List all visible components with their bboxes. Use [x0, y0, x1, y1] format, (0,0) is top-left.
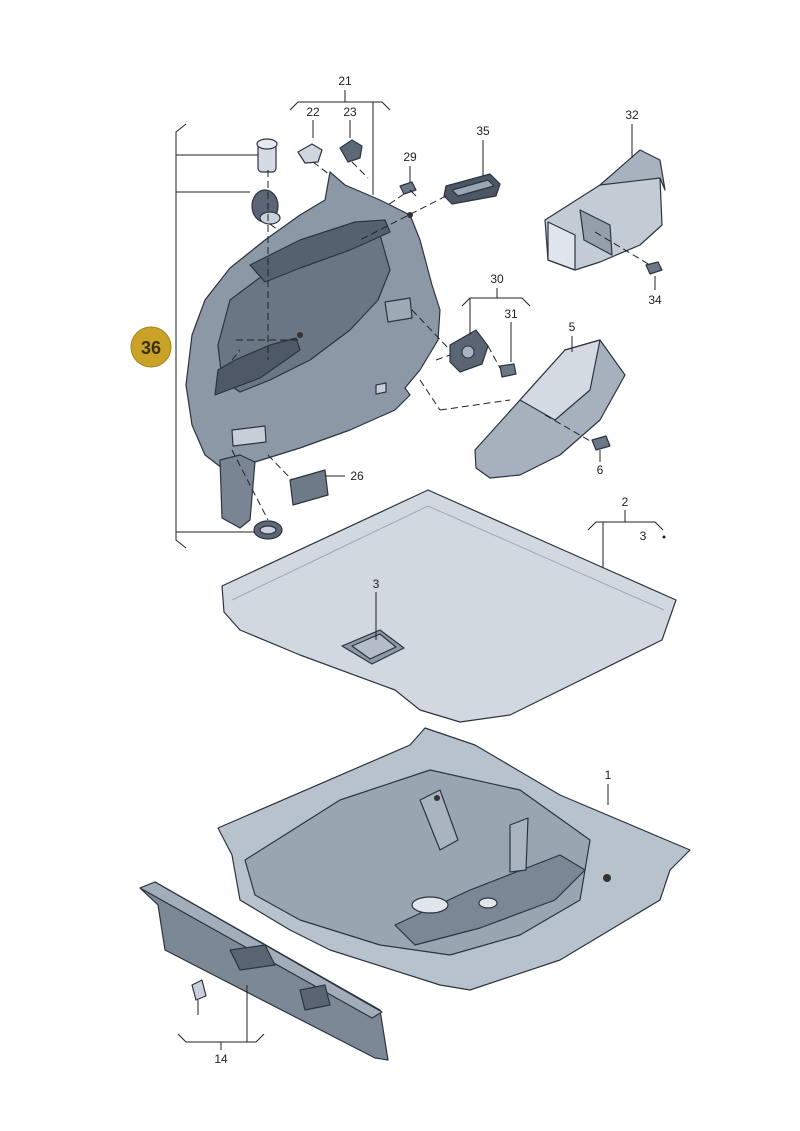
clip-part-23 [339, 139, 363, 163]
side-trim-panel [185, 171, 441, 529]
callout-32: 32 [625, 108, 639, 122]
badge-label: 36 [141, 338, 161, 358]
screw-6 [591, 435, 611, 451]
callout-23: 23 [343, 105, 357, 119]
callout-35: 35 [476, 124, 490, 138]
callout-labels: 21 22 23 29 35 32 34 30 31 5 6 26 2 3 3 … [214, 74, 662, 1066]
hook-part-30 [449, 329, 489, 373]
callout-2: 2 [622, 495, 629, 509]
callout-34: 34 [648, 293, 662, 307]
assembly-badge-36[interactable]: 36 [130, 326, 172, 368]
callout-3-mat: 3 [373, 577, 380, 591]
callout-30: 30 [490, 272, 504, 286]
bracket-part-5 [474, 339, 626, 479]
callout-21: 21 [338, 74, 352, 88]
callout-1: 1 [605, 768, 612, 782]
callout-6: 6 [597, 463, 604, 477]
screw-34 [645, 261, 663, 275]
leader-lines [177, 90, 666, 1050]
clip-part-upper [256, 138, 278, 173]
grommet-part [251, 189, 281, 225]
bracket-part-32 [544, 149, 666, 271]
callout-22: 22 [306, 105, 320, 119]
callout-3-bracket: 3 [640, 529, 647, 543]
clip-part-22 [297, 143, 323, 164]
callout-26: 26 [350, 469, 364, 483]
callout-14: 14 [214, 1052, 228, 1066]
callout-5: 5 [569, 320, 576, 334]
group-bracket-36 [175, 123, 258, 549]
cover-part-26 [289, 469, 329, 506]
badge-circle [130, 326, 172, 368]
callout-29: 29 [403, 150, 417, 164]
floor-covering-panel [221, 489, 677, 723]
rear-sill-trim [139, 881, 389, 1061]
grommet-lower [253, 520, 283, 540]
clip-part-14 [191, 979, 207, 1001]
screw-31 [499, 363, 517, 378]
callout-31: 31 [504, 307, 518, 321]
spare-wheel-well [217, 727, 691, 991]
switch-part-35 [443, 173, 501, 205]
screw-29 [399, 181, 417, 197]
